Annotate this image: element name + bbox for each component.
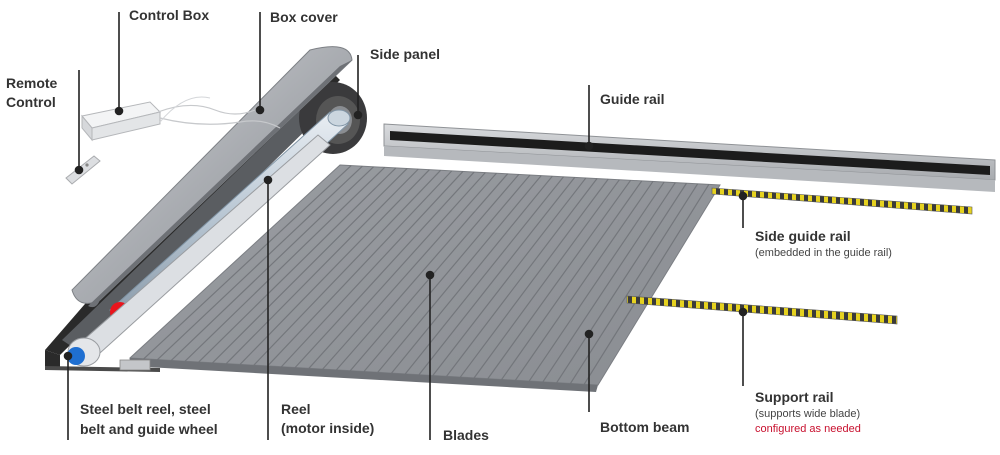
blade-slat — [157, 165, 363, 361]
label-guide-rail: Guide rail — [600, 91, 665, 107]
label-reel-line2: (motor inside) — [281, 420, 375, 436]
label-side-guide-rail: Side guide rail — [755, 228, 851, 244]
label-steel-belt-line2: belt and guide wheel — [80, 421, 218, 437]
blade-slat — [556, 182, 687, 383]
blade-slat — [198, 167, 397, 363]
blade-slat — [253, 169, 442, 366]
blade-slat — [542, 182, 676, 383]
label-reel-line1: Reel — [281, 401, 311, 417]
label-control-box: Control Box — [129, 7, 210, 23]
blade-slat — [501, 180, 643, 380]
label-box-cover: Box cover — [270, 9, 338, 25]
label-steel-belt-line1: Steel belt reel, steel — [80, 401, 211, 417]
blade-slat — [473, 179, 620, 379]
control-box — [81, 96, 281, 142]
box-cover — [71, 46, 353, 308]
blade-slat — [212, 168, 408, 364]
blades — [128, 164, 721, 392]
label-blades: Blades — [443, 427, 489, 443]
note-side-guide-rail: (embedded in the guide rail) — [755, 247, 892, 259]
support-rail — [626, 295, 898, 325]
blade-slat — [391, 175, 553, 374]
label-remote-line1: Remote — [6, 75, 58, 91]
blade-slat — [432, 177, 587, 376]
note-support-rail: (supports wide blade) — [755, 408, 861, 420]
blade-slat — [569, 183, 699, 384]
blade-slat — [225, 168, 419, 364]
blade-slat — [583, 184, 710, 385]
label-side-panel: Side panel — [370, 46, 441, 62]
blade-slat — [459, 178, 609, 378]
blade-slat — [267, 170, 453, 367]
guide-wheel-blue-cap — [67, 347, 85, 365]
blade-slat — [336, 173, 509, 371]
blade-slat — [514, 181, 654, 381]
blade-slat — [446, 178, 598, 377]
label-support-rail: Support rail — [755, 389, 834, 405]
blade-slat — [404, 176, 564, 375]
blade-slat — [280, 171, 464, 368]
blade-slat — [528, 181, 665, 382]
blade-slat — [487, 179, 632, 379]
blade-slat — [308, 172, 486, 369]
note-support-rail-configured: configured as needed — [755, 423, 861, 435]
blade-slat — [143, 165, 352, 360]
blade-slat — [239, 169, 430, 365]
blade-slat — [322, 172, 497, 370]
blade-slat — [363, 174, 531, 372]
leader-lines — [63, 12, 748, 440]
steel-belt-reel — [67, 134, 331, 367]
blade-slat — [294, 171, 475, 368]
guide-rail — [383, 123, 996, 192]
blade-slat — [184, 166, 386, 362]
blade-slat — [170, 166, 374, 361]
blade-slat — [349, 174, 520, 372]
blade-slat — [418, 176, 576, 376]
label-bottom-beam: Bottom beam — [600, 419, 690, 435]
side-guide-rail — [711, 187, 973, 215]
label-remote-line2: Control — [6, 94, 56, 110]
blade-slat — [377, 175, 542, 373]
